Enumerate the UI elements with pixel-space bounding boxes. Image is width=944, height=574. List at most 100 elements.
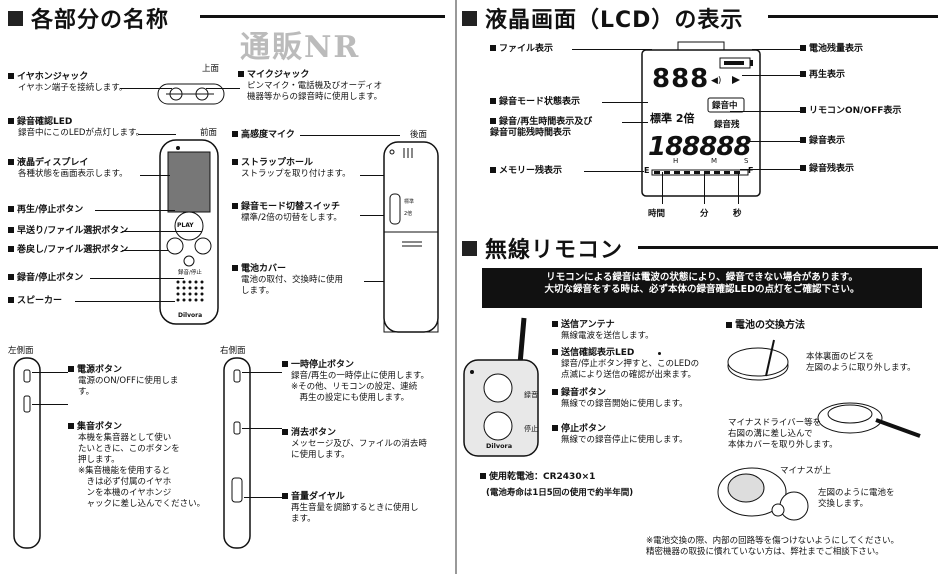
lcd-f: F [748,166,754,175]
hs-mic-label: 高感度マイク [232,130,295,141]
lcd-remote-icon: ◀) [711,76,722,86]
view-label-right-side: 右側面 [220,346,246,356]
earphone-jack-label: イヤホンジャック [8,72,88,83]
lcd-file-digits: 888 [652,64,710,94]
rew-button-label: 巻戻し/ファイル選択ボタン [8,245,128,256]
view-label-left-side: 左側面 [8,346,34,356]
panel-divider [455,0,457,574]
section-square-icon [462,11,477,26]
play-display-label: 再生表示 [800,70,845,81]
lcd-display-desc: 各種状態を画面表示します。 [18,169,128,179]
device-left-side-view [13,357,41,549]
view-label-back: 後面 [410,130,428,140]
title-rule [200,15,445,18]
ff-button-label: 早送り/ファイル選択ボタン [8,226,128,237]
time-unit-hour: 時間 [648,209,666,219]
view-label-top: 上面 [202,64,220,74]
play-stop-button-label: 再生/停止ボタン [8,205,83,216]
minus-up-note: マイナスが上 [780,466,831,476]
lcd-display-label: 液晶ディスプレイ [8,158,88,169]
device-back-view [383,141,439,333]
device-play-text: PLAY [177,222,194,229]
device-brand-text: Dilvora [178,312,203,319]
rec-display-label: 録音表示 [800,136,845,147]
battery-cover-desc: 電池の取付、交換時に使用 します。 [241,275,344,296]
earphone-jack-desc: イヤホン端子を接続します。 [18,83,128,93]
lcd-remain-text: 録音残 [714,120,740,130]
file-display-label: ファイル表示 [490,44,553,55]
mode-switch-desc: 標準/2倍の切替をします。 [241,213,342,223]
lcd-rec-badge: 録音中 [712,101,738,111]
remote-device-illustration [463,317,539,457]
section-square-icon [462,241,477,256]
rec-mode-display-label: 録音モード状態表示 [490,97,580,108]
remote-brand-text: Dilvora [486,442,513,450]
stop-button-label: 停止ボタン [552,424,606,435]
power-button-label: 電源ボタン [68,365,122,376]
battery-step2-desc: マイナスドライバー等を 右図の溝に差し込んで 本体カバーを取り外します。 [728,418,838,450]
battery-step2-illustration [817,402,921,438]
battery-step3-illustration [717,467,809,521]
strap-hole-desc: ストラップを取り付けます。 [241,169,351,179]
rec-time-display-label: 録音/再生時間表示及び 録音可能残時間表示 [490,117,593,138]
device-top-view [157,83,225,105]
speaker-label: スピーカー [8,296,62,307]
battery-change-title: 電池の交換方法 [726,320,805,331]
pause-button-label: 一時停止ボタン [282,360,354,371]
rec-led-desc: 録音中にこのLEDが点灯します。 [18,128,145,138]
lcd-m: M [711,157,718,165]
section-title-remote: 無線リモコン [462,232,623,264]
rec-button-desc: 無線での録音開始に使用します。 [561,399,688,409]
section-title-lcd: 液晶画面（LCD）の表示 [462,2,743,34]
pause-button-desc: 録音/再生の一時停止に使用します。 ※その他、リモコンの設定、連続 再生の設定に… [291,371,430,403]
battery-display-label: 電池残量表示 [800,44,863,55]
section-square-icon [8,11,23,26]
collect-button-desc: 本機を集音器として使い たいときに、このボタンを 押します。 ※集音機能を使用す… [78,433,206,509]
remote-display-label: リモコンON/OFF表示 [800,106,901,117]
lcd-mode-text: 標準 2倍 [650,112,695,125]
tx-led-label: 送信確認表示LED [552,348,634,359]
battery-footnote: ※電池交換の際、内部の回路等を傷つけないようにしてください。 精密機器の取扱に慣… [646,536,899,557]
rec-remain-display-label: 録音残表示 [800,164,854,175]
device-right-side-view [223,357,251,549]
tx-led-desc: 録音/停止ボタン押すと、このLEDの 点滅により送信の確認が出来ます。 [561,359,700,380]
power-button-desc: 電源のON/OFFに使用しま す。 [78,376,179,397]
switch-std-text: 標準 [404,199,415,205]
device-front-view [159,139,219,325]
time-unit-second: 秒 [733,209,742,219]
rec-button-label: 録音ボタン [552,388,606,399]
antenna-label: 送信アンテナ [552,320,615,331]
switch-2x-text: 2倍 [404,211,413,217]
lcd-e: E [644,166,650,175]
device-rec-stop-text: 録音/停止 [178,270,202,276]
mic-jack-desc: ピンマイク・電話機及びオーディオ 機器等からの録音時に使用します。 [247,81,383,102]
erase-button-label: 消去ボタン [282,428,336,439]
lcd-s: S [744,157,749,165]
title-rule [768,15,938,18]
remote-stop-text: 停止 [524,425,538,433]
watermark: 通販NR [240,30,361,65]
section-title-parts: 各部分の名称 [8,2,169,34]
remote-rec-text: 録音 [524,391,538,399]
title-rule [638,246,938,249]
battery-step3-desc: 左図のように電池を 交換します。 [818,488,895,509]
memory-display-label: メモリー残表示 [490,166,562,177]
remote-warning-banner: リモコンによる録音は電波の状態により、録音できない場合があります。 大切な録音を… [482,268,922,308]
view-label-front: 前面 [200,128,218,138]
battery-step1-desc: 本体裏面のビスを 左図のように取り外します。 [806,352,916,373]
rec-led-label: 録音確認LED [8,117,72,128]
mode-switch-label: 録音モード切替スイッチ [232,202,340,213]
mic-jack-label: マイクジャック [238,70,309,81]
strap-hole-label: ストラップホール [232,158,313,169]
battery-type-note: (電池寿命は1日5回の使用で約半年間) [486,488,634,498]
volume-dial-label: 音量ダイヤル [282,492,345,503]
stop-button-desc: 無線での録音停止に使用します。 [561,435,688,445]
lcd-screen-diagram [641,41,761,197]
lcd-h: H [673,157,679,165]
battery-type-label: 使用乾電池：CR2430×1 [480,472,595,483]
antenna-desc: 無線電波を送信します。 [561,331,654,341]
lcd-time-digits: 188888 [648,132,752,162]
volume-dial-desc: 再生音量を調節するときに使用し ます。 [291,503,419,524]
battery-step1-illustration [727,339,789,381]
erase-button-desc: メッセージ及び、ファイルの消去時 に使用します。 [291,439,427,460]
